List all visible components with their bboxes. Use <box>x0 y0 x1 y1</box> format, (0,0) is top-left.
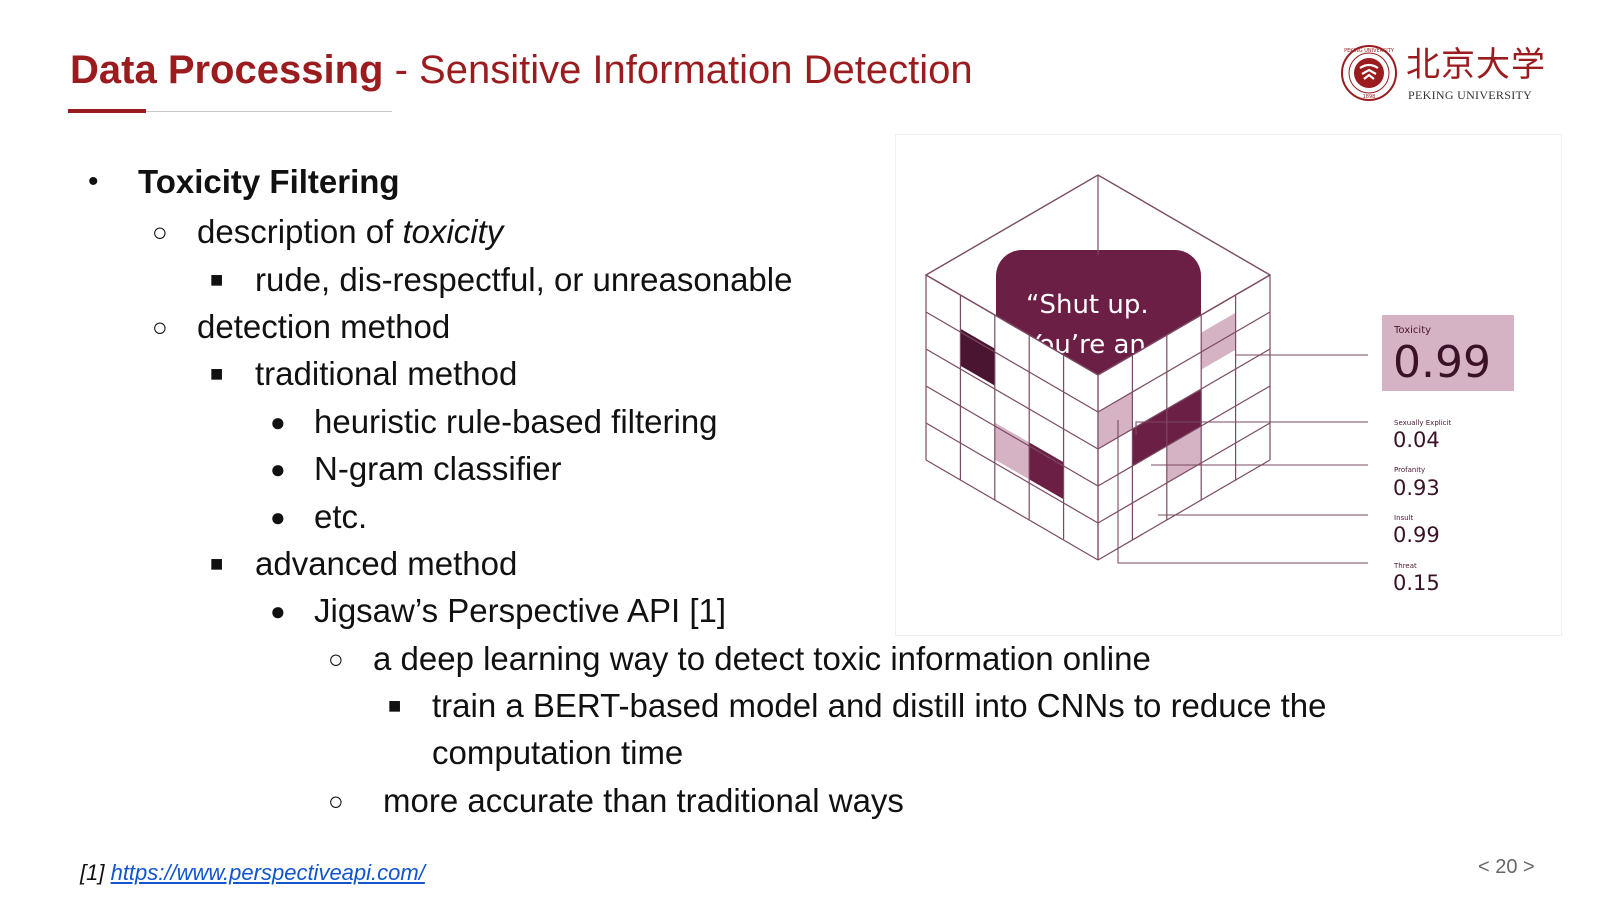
footnote: [1] https://www.perspectiveapi.com/ <box>80 860 425 886</box>
perspective-api-figure: “Shut up. You’re an <box>895 134 1562 636</box>
bullet-text: detection method <box>197 308 451 345</box>
footnote-link[interactable]: https://www.perspectiveapi.com/ <box>110 860 425 885</box>
bullet-text: computation time <box>432 734 684 771</box>
title-rest: - Sensitive Information Detection <box>383 48 973 92</box>
toxicity-cube-illustration: “Shut up. You’re an <box>924 174 1514 595</box>
bullet-text: etc. <box>314 498 368 535</box>
speech-text-line2: You’re an <box>1025 330 1146 360</box>
logo-english-name: PEKING UNIVERSITY <box>1408 88 1533 102</box>
bullet-marker: ● <box>270 407 286 437</box>
score-value-sexually-explicit: 0.04 <box>1393 428 1440 452</box>
title-underline-accent <box>68 109 146 113</box>
bullet-marker: ■ <box>210 361 224 386</box>
bullet-text: advanced method <box>255 545 518 582</box>
seal-year: 1898 <box>1363 94 1376 100</box>
bullet-text: description of <box>197 213 403 250</box>
bullet-marker: ○ <box>152 312 168 342</box>
page-title: Data Processing - Sensitive Information … <box>70 46 973 94</box>
bullet-marker: ■ <box>388 693 402 718</box>
score-label-insult: Insult <box>1394 514 1414 522</box>
bullet-text-italic: toxicity <box>402 213 504 250</box>
bullet-text: traditional method <box>255 355 518 392</box>
bullet-marker: ■ <box>210 267 224 292</box>
score-value-insult: 0.99 <box>1393 523 1440 547</box>
seal-text: PEKING UNIVERSITY <box>1344 48 1395 54</box>
bullet-marker: ○ <box>152 217 168 247</box>
bullet-text: more accurate than traditional ways <box>383 782 904 819</box>
score-value-threat: 0.15 <box>1393 571 1440 595</box>
logo-chinese-name: 北京大学 <box>1406 45 1546 85</box>
score-label-sexually-explicit: Sexually Explicit <box>1394 419 1451 427</box>
toxicity-score-highlight <box>1382 315 1514 391</box>
university-seal-icon: PEKING UNIVERSITY 1898 <box>1341 45 1397 101</box>
page-number: < 20 > <box>1478 856 1535 878</box>
bullet-text: Jigsaw’s Perspective API [1] <box>314 592 727 629</box>
bullet-marker: ● <box>270 502 286 532</box>
score-value-profanity: 0.93 <box>1393 476 1440 500</box>
bullet-text: heuristic rule-based filtering <box>314 403 718 440</box>
speech-text-line1: “Shut up. <box>1026 290 1149 320</box>
bullet-marker: ○ <box>328 786 344 816</box>
university-logo: PEKING UNIVERSITY 1898 北京大学 PEKING UNIVE… <box>1340 44 1550 106</box>
speech-bubble <box>996 250 1201 375</box>
score-label-profanity: Profanity <box>1394 466 1425 474</box>
bullet-text: N-gram classifier <box>314 450 562 487</box>
footnote-prefix: [1] <box>80 860 111 885</box>
bullet-marker: ● <box>270 596 286 626</box>
score-value-toxicity: 0.99 <box>1393 337 1491 388</box>
score-connector-lines <box>1117 354 1368 564</box>
bullet-text: a deep learning way to detect toxic info… <box>373 640 1151 677</box>
bullet-marker: ■ <box>210 551 224 576</box>
cube-right-face <box>1097 274 1271 561</box>
bullet-text: train a BERT-based model and distill int… <box>432 687 1327 724</box>
bullet-marker: • <box>88 165 99 198</box>
bullet-marker: ● <box>270 454 286 484</box>
cube-left-face <box>925 274 1099 561</box>
score-label-threat: Threat <box>1393 562 1417 570</box>
bullet-text: Toxicity Filtering <box>138 163 400 200</box>
title-underline <box>146 111 392 112</box>
title-bold: Data Processing <box>70 48 384 92</box>
bullet-text: rude, dis-respectful, or unreasonable <box>255 261 793 298</box>
bullet-marker: ○ <box>328 644 344 674</box>
score-label-toxicity: Toxicity <box>1393 325 1431 336</box>
